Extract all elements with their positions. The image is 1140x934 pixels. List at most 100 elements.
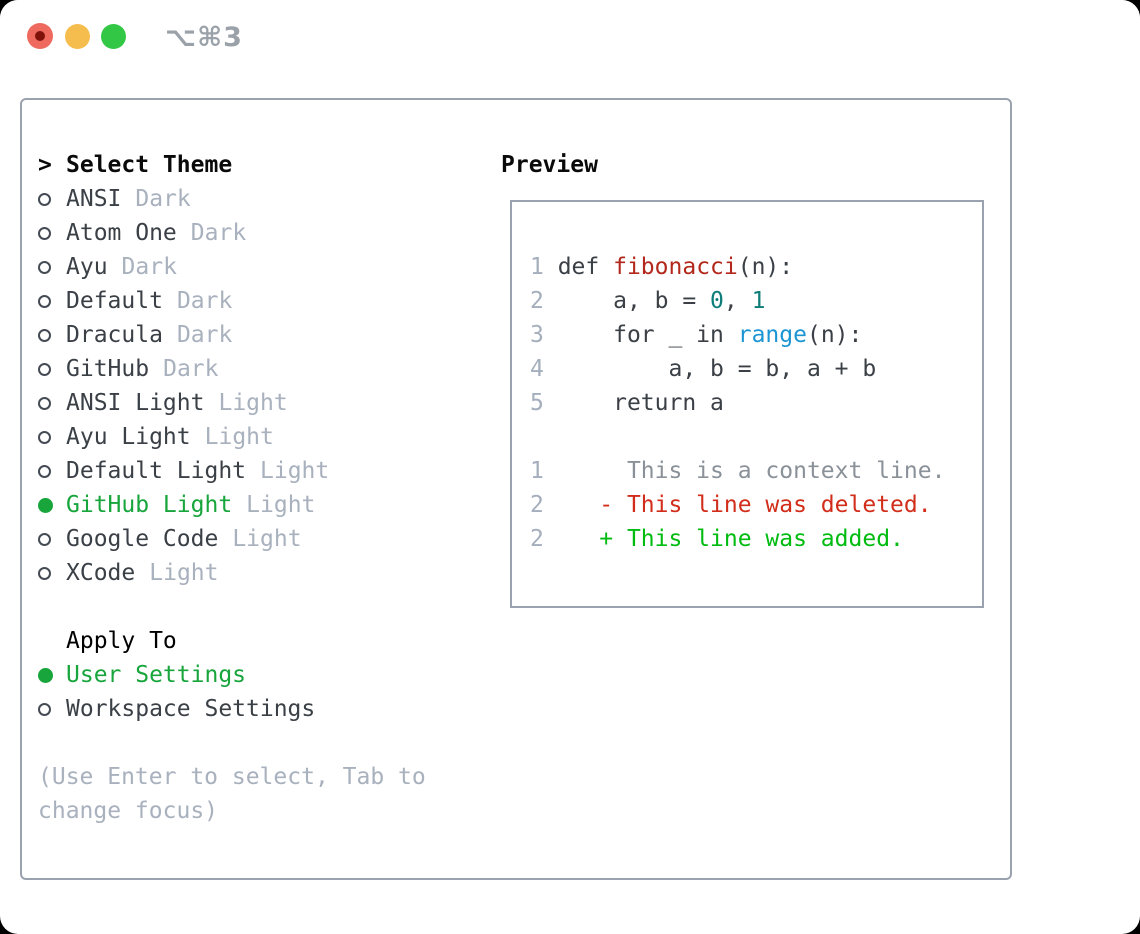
- radio-cell: [38, 532, 66, 546]
- theme-variant-tag: Light: [260, 458, 330, 484]
- code-segment-tx: ,: [723, 288, 752, 314]
- radio-icon: [38, 430, 51, 444]
- theme-variant-tag: Dark: [121, 254, 177, 280]
- radio-selected-icon: [38, 667, 53, 683]
- code-line: 4 a, b = b, a + b: [530, 352, 945, 386]
- code-segment-ln: 3: [530, 322, 544, 348]
- spacer-row: [38, 726, 426, 760]
- radio-cell: [38, 226, 66, 240]
- radio-icon: [38, 294, 51, 308]
- apply-to-header-row: Apply To: [38, 624, 426, 658]
- code-line: 2 + This line was added.: [530, 522, 945, 556]
- code-line: 5 return a: [530, 386, 945, 420]
- theme-variant-tag: Light: [246, 492, 316, 518]
- hint-row: (Use Enter to select, Tab to: [38, 760, 426, 794]
- code-segment-add: + This line was added.: [543, 526, 904, 552]
- hint-row: change focus): [38, 794, 426, 828]
- theme-name: Ayu: [66, 254, 108, 280]
- radio-cell: [38, 464, 66, 478]
- code-segment-ln: 1: [530, 254, 544, 280]
- theme-name: Google Code: [66, 526, 219, 552]
- code-segment-bi: range: [737, 322, 807, 348]
- apply-option-name: User Settings: [66, 662, 247, 688]
- zoom-button[interactable]: [101, 24, 126, 49]
- radio-icon: [38, 464, 51, 478]
- prompt-cell: >: [38, 148, 66, 182]
- radio-icon: [38, 702, 51, 716]
- radio-cell: [38, 362, 66, 376]
- code-line: 2 - This line was deleted.: [530, 488, 945, 522]
- hint-text-line2: change focus): [38, 798, 219, 824]
- apply-option-user-settings[interactable]: User Settings: [38, 658, 426, 692]
- radio-icon: [38, 260, 51, 274]
- code-segment-tx: def: [543, 254, 614, 280]
- code-segment-tx: return a: [543, 390, 724, 416]
- code-segment-fn: fibonacci: [613, 254, 738, 280]
- radio-cell: [38, 260, 66, 274]
- code-segment-ln: 1: [530, 458, 544, 484]
- code-segment-ln: 5: [530, 390, 544, 416]
- theme-name: ANSI: [66, 186, 122, 212]
- radio-icon: [38, 532, 51, 546]
- theme-name: Default Light: [66, 458, 247, 484]
- code-segment-tx: for _ in: [543, 322, 738, 348]
- theme-variant-tag: Dark: [176, 322, 233, 348]
- code-segment-tx: (n):: [737, 254, 794, 280]
- theme-name: Atom One: [66, 220, 177, 246]
- window-shortcut-label: ⌥⌘3: [165, 21, 243, 53]
- minimize-button[interactable]: [65, 24, 90, 49]
- theme-option-ayu-light[interactable]: Ayu Light Light: [38, 420, 426, 454]
- theme-name: Ayu Light: [66, 424, 191, 450]
- code-segment-ctx: This is a context line.: [543, 458, 946, 484]
- code-segment-ln: 2: [530, 526, 544, 552]
- code-segment-num: 1: [751, 288, 766, 314]
- theme-variant-tag: Light: [232, 526, 302, 552]
- radio-cell: [38, 497, 66, 513]
- prompt-caret: >: [38, 152, 52, 178]
- code-line: [530, 420, 945, 454]
- radio-cell: [38, 192, 66, 206]
- code-segment-ln: 4: [530, 356, 544, 382]
- hint-text-line1: (Use Enter to select, Tab to: [38, 764, 426, 790]
- select-theme-heading: Select Theme: [66, 152, 233, 178]
- radio-cell: [38, 430, 66, 444]
- radio-icon: [38, 566, 51, 580]
- theme-variant-tag: Dark: [135, 186, 191, 212]
- code-segment-ln: 2: [530, 288, 544, 314]
- theme-variant-tag: Light: [149, 560, 219, 586]
- theme-option-ansi[interactable]: ANSI Dark: [38, 182, 426, 216]
- theme-name: Default: [66, 288, 163, 314]
- theme-variant-tag: Light: [204, 424, 274, 450]
- close-button-dot-icon: [35, 31, 45, 41]
- radio-icon: [38, 192, 51, 206]
- theme-option-ayu[interactable]: Ayu Dark: [38, 250, 426, 284]
- radio-selected-icon: [38, 497, 53, 513]
- radio-cell: [38, 396, 66, 410]
- code-segment-del: - This line was deleted.: [543, 492, 932, 518]
- radio-icon: [38, 362, 51, 376]
- theme-option-google-code[interactable]: Google Code Light: [38, 522, 426, 556]
- radio-icon: [38, 328, 51, 342]
- radio-icon: [38, 396, 51, 410]
- theme-variant-tag: Dark: [163, 356, 219, 382]
- apply-option-workspace-settings[interactable]: Workspace Settings: [38, 692, 426, 726]
- radio-icon: [38, 226, 51, 240]
- theme-name: GitHub: [66, 356, 150, 382]
- theme-option-default-light[interactable]: Default Light Light: [38, 454, 426, 488]
- preview-heading: Preview: [501, 152, 598, 178]
- theme-variant-tag: Light: [218, 390, 288, 416]
- radio-cell: [38, 667, 66, 683]
- close-button[interactable]: [27, 23, 53, 49]
- code-line: 1 def fibonacci(n):: [530, 250, 945, 284]
- theme-option-github[interactable]: GitHub Dark: [38, 352, 426, 386]
